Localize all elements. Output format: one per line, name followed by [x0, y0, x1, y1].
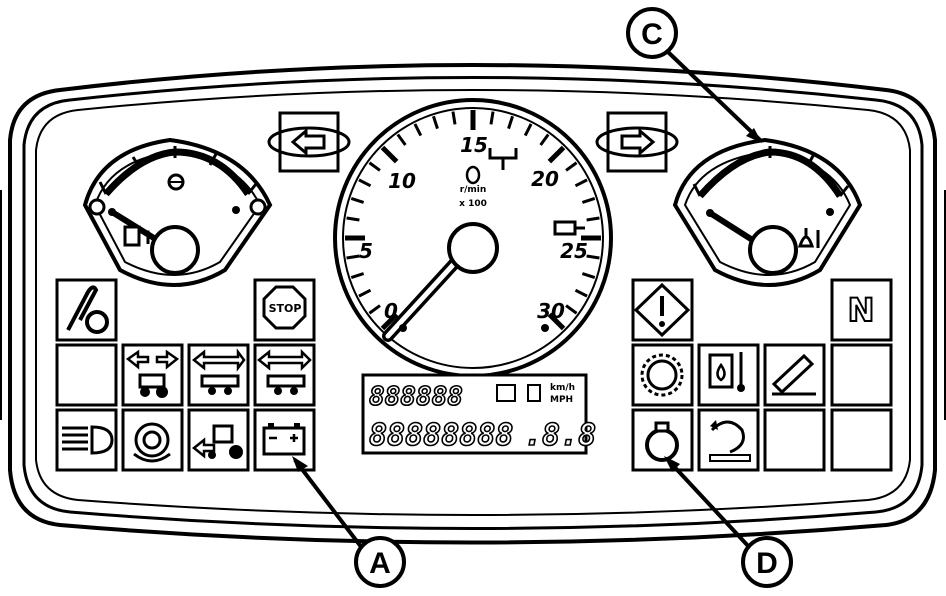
tach-tick [581, 272, 596, 279]
tach-tick [350, 197, 365, 204]
tach-tick [489, 111, 495, 125]
tach-tick [396, 133, 407, 146]
warning-icon [631, 278, 694, 342]
pto-speed-marker-2-icon [553, 220, 585, 236]
callout-a: A [292, 456, 406, 588]
neutral-icon: N [830, 278, 893, 342]
engine-hour-icon [465, 165, 481, 185]
left-indicator-blank [55, 343, 118, 407]
trailer-1-icon [187, 343, 250, 407]
callout-d-label: D [756, 547, 778, 580]
tach-tick [451, 111, 457, 125]
right-indicator-blank-3 [830, 408, 893, 472]
tach-tick [523, 123, 533, 137]
tachometer: 0 5 10 15 20 25 30 r/min x 100 [333, 98, 613, 378]
lcd-bottom-digits: 88888888 [369, 418, 514, 453]
air-filter-icon [763, 343, 826, 407]
tach-tick [574, 178, 588, 188]
lcd-top-digits: 888888 [369, 382, 463, 412]
tach-tick [547, 145, 566, 164]
auto-pto-icon [697, 408, 760, 472]
tach-tick [574, 288, 588, 298]
callout-c: C [626, 7, 762, 143]
tach-tick [358, 178, 372, 188]
tach-tick [368, 304, 381, 315]
tach-tick [581, 197, 596, 204]
tach-tick [346, 254, 360, 260]
cluster-housing [0, 63, 946, 545]
tachometer-ticks [345, 110, 601, 331]
pto-speed-marker-icon [488, 148, 518, 170]
tractor-turn-icon [121, 343, 184, 407]
neutral-label: N [848, 291, 875, 329]
callout-d: D [664, 456, 793, 588]
stop-label: STOP [269, 302, 302, 315]
lcd-speed-unit-kmh: km/h [550, 383, 575, 393]
tach-tick [507, 115, 514, 130]
tach-label-0: 0 [384, 299, 398, 323]
tach-tick [380, 312, 399, 331]
tach-tick [547, 312, 566, 331]
lcd-clock-icon [496, 384, 516, 402]
callout-c-label: C [641, 18, 663, 51]
tach-label-15: 15 [460, 133, 488, 157]
tachometer-scale-labels: 0 5 10 15 20 25 30 [359, 133, 588, 323]
pto-icon [121, 408, 184, 472]
tach-tick [346, 216, 360, 222]
right-indicator-grid [631, 343, 893, 472]
tractor-hitch-icon [187, 408, 250, 472]
hydraulic-oil-icon [697, 343, 760, 407]
left-turn-signal-icon [267, 111, 351, 173]
tach-label-20: 20 [531, 167, 559, 191]
right-indicator-blank-2 [763, 408, 826, 472]
right-indicator-blank-1 [830, 343, 893, 407]
tach-tick [586, 254, 600, 260]
coolant-temperature-gauge [672, 137, 863, 287]
stop-icon: STOP [253, 278, 316, 342]
tach-label-5: 5 [359, 239, 373, 263]
tach-label-25: 25 [560, 239, 588, 263]
lcd-speed-unit-mph: MPH [550, 395, 573, 405]
tach-tick [586, 216, 600, 222]
lcd-bottom-tail: .8.8 [524, 418, 596, 453]
lcd-hourglass-icon [527, 384, 541, 402]
tach-tick [358, 288, 372, 298]
right-turn-signal-icon [595, 111, 679, 173]
high-beam-icon [55, 408, 118, 472]
lcd-display: 888888 88888888 .8.8 km/h MPH [361, 373, 597, 455]
tach-tick [413, 123, 423, 137]
tach-tick [539, 133, 550, 146]
tach-tick [565, 161, 578, 172]
engine-oil-pressure-icon [631, 408, 694, 472]
fuel-gauge [82, 137, 273, 287]
tach-unit-multiplier: x 100 [459, 199, 487, 209]
tach-tick [350, 272, 365, 279]
trailer-2-icon [253, 343, 316, 407]
tach-label-30: 30 [537, 299, 565, 323]
tach-unit-rpm: r/min [460, 185, 487, 195]
tach-tick [380, 145, 399, 164]
callout-a-label: A [369, 547, 391, 580]
battery-icon [253, 408, 316, 472]
tach-label-10: 10 [388, 169, 416, 193]
tach-tick [432, 115, 439, 130]
tach-tick [565, 304, 578, 315]
glow-plug-icon [631, 343, 694, 407]
left-indicator-grid [55, 343, 316, 472]
park-brake-icon [55, 278, 118, 342]
tach-tick [368, 161, 381, 172]
